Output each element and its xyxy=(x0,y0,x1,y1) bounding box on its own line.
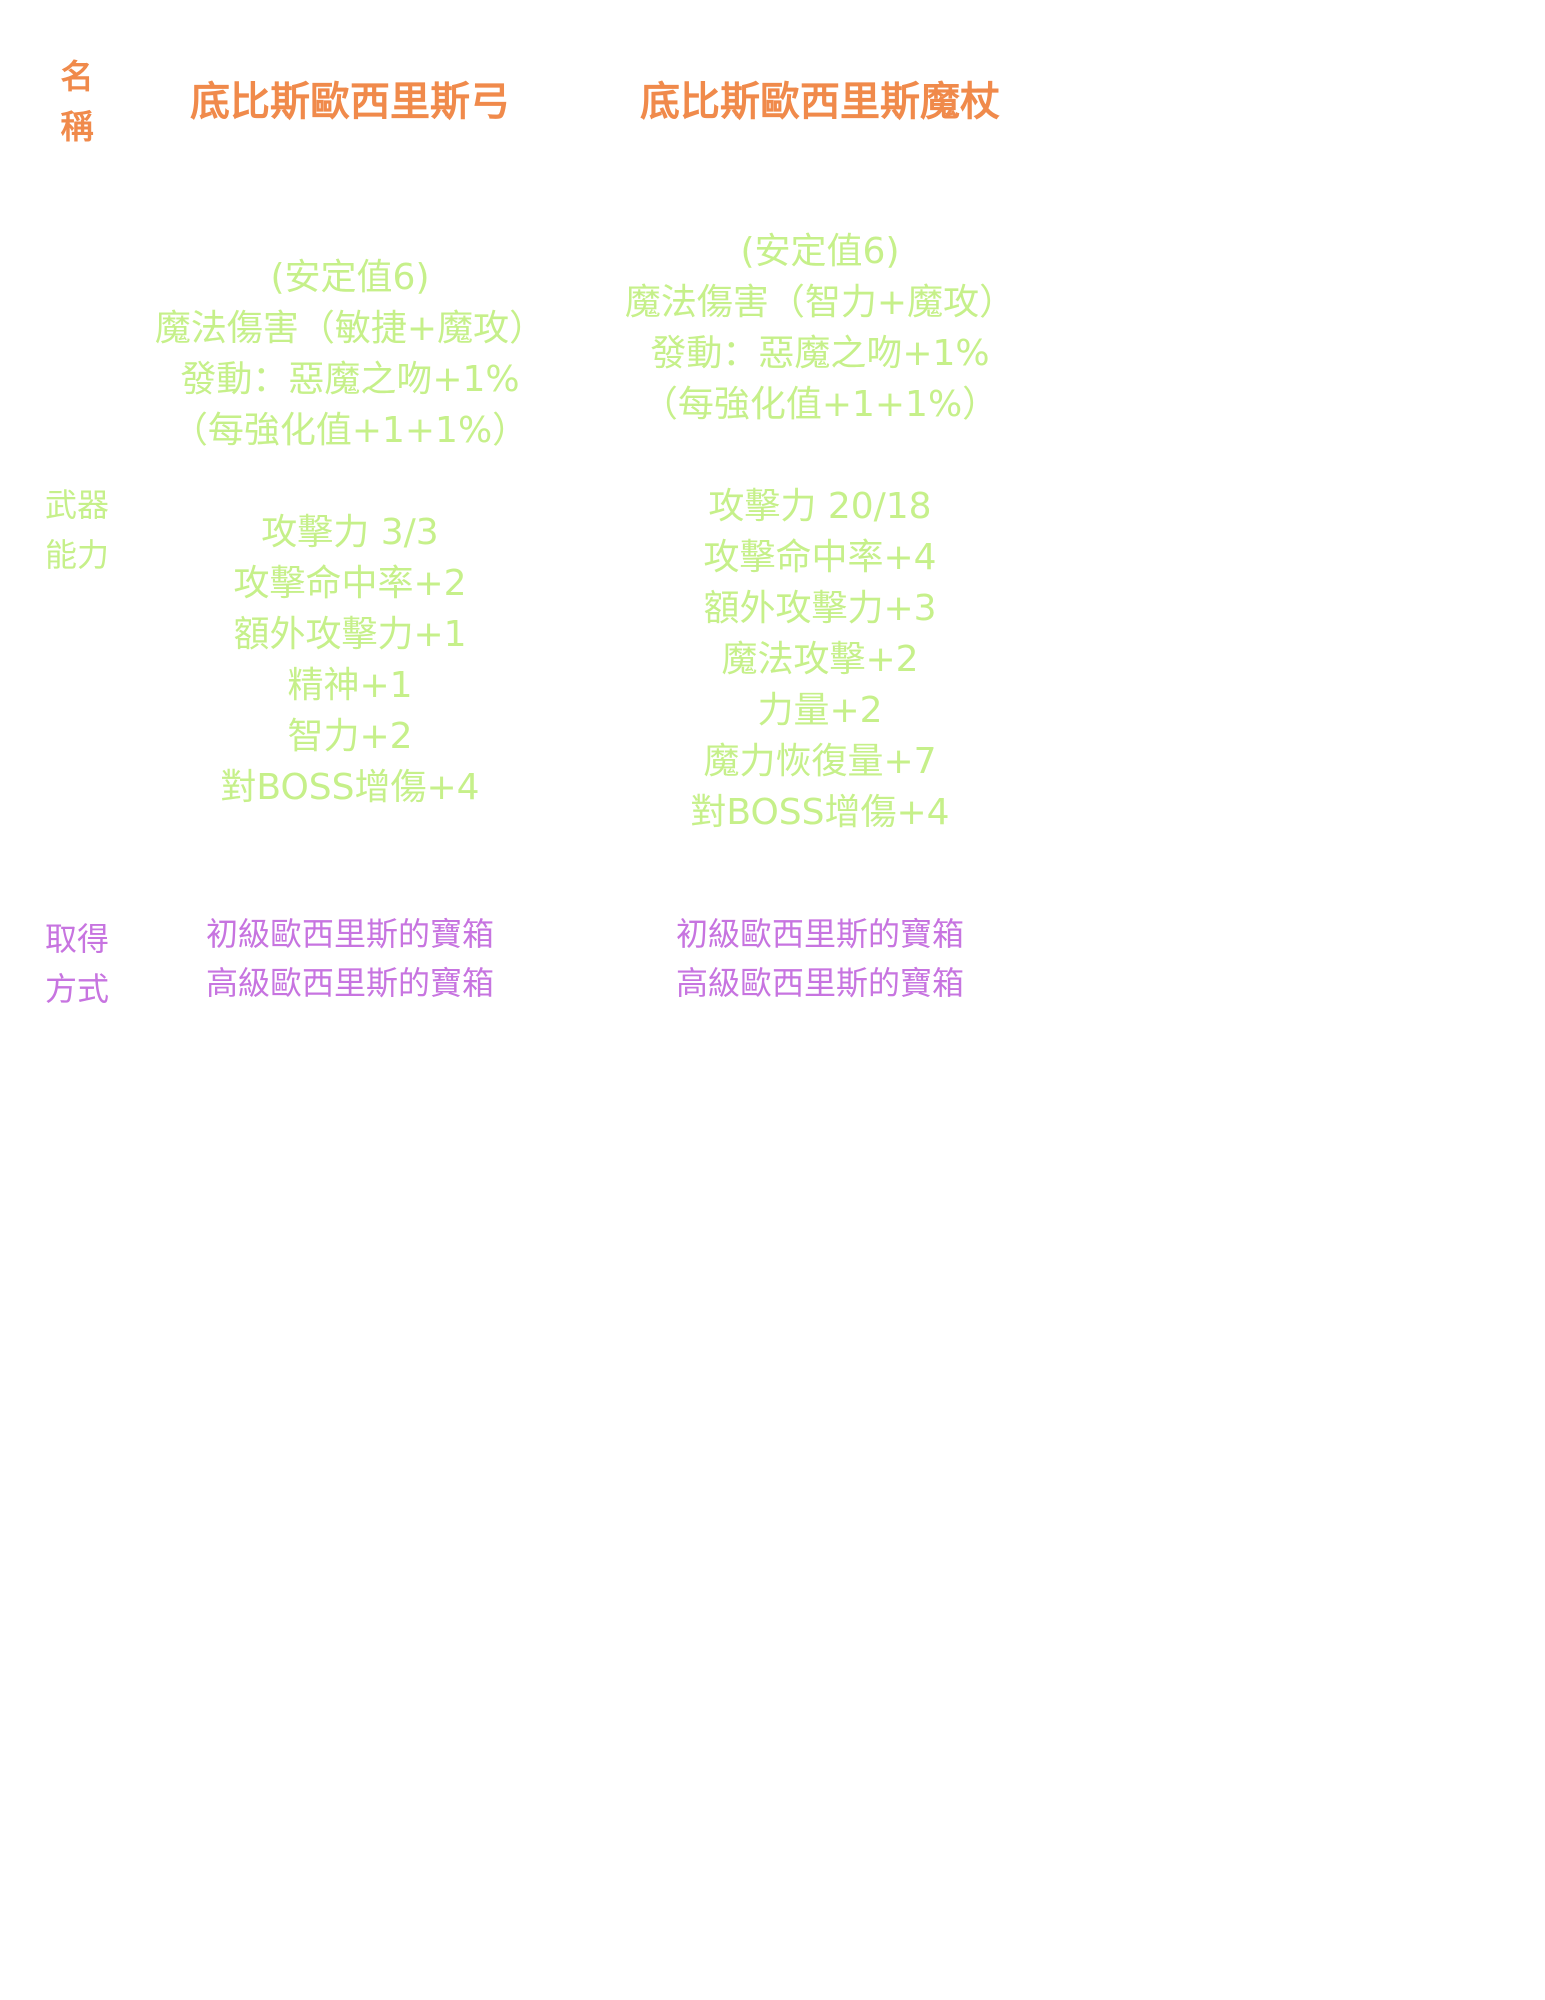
stat-line: 智力+2 xyxy=(287,716,413,757)
obtain-line: 高級歐西里斯的寶箱 xyxy=(675,964,964,1002)
attribute-line: 發動：惡魔之吻+1% xyxy=(180,359,520,400)
item-name-bow: 底比斯歐西里斯弓 xyxy=(140,72,560,132)
item-name-text: 底比斯歐西里斯弓 xyxy=(190,79,510,125)
attribute-line: （每強化值+1+1%） xyxy=(641,384,999,425)
stat-line: 攻擊命中率+2 xyxy=(233,563,467,604)
stat-line: 攻擊力 3/3 xyxy=(261,512,439,553)
row-label-obtain: 取得 方式 xyxy=(39,914,115,1014)
obtain-line: 初級歐西里斯的寶箱 xyxy=(205,915,494,953)
item-obtain-bow: 初級歐西里斯的寶箱 高級歐西里斯的寶箱 xyxy=(140,910,560,1008)
stat-line: 對BOSS增傷+4 xyxy=(690,792,950,833)
stat-line: 攻擊力 20/18 xyxy=(708,486,932,527)
stat-line: 額外攻擊力+1 xyxy=(233,614,467,655)
item-stats-wand: 攻擊力 20/18 攻擊命中率+4 額外攻擊力+3 魔法攻擊+2 力量+2 魔力… xyxy=(610,481,1030,838)
row-label-name-line-2: 稱 xyxy=(60,107,94,146)
stat-line: 額外攻擊力+3 xyxy=(703,588,937,629)
stat-line: 力量+2 xyxy=(757,690,883,731)
item-attributes-bow: (安定值6) 魔法傷害（敏捷+魔攻） 發動：惡魔之吻+1% （每強化值+1+1%… xyxy=(120,252,580,456)
stat-line: 對BOSS增傷+4 xyxy=(220,767,480,808)
stat-line: 攻擊命中率+4 xyxy=(703,537,937,578)
stat-line: 魔法攻擊+2 xyxy=(721,639,919,680)
item-attributes-wand: (安定值6) 魔法傷害（智力+魔攻） 發動：惡魔之吻+1% （每強化值+1+1%… xyxy=(590,226,1050,430)
obtain-line: 高級歐西里斯的寶箱 xyxy=(205,964,494,1002)
row-label-ability-line-2: 能力 xyxy=(44,536,109,574)
attribute-line: 發動：惡魔之吻+1% xyxy=(650,333,990,374)
item-obtain-wand: 初級歐西里斯的寶箱 高級歐西里斯的寶箱 xyxy=(610,910,1030,1008)
row-label-name: 名 稱 xyxy=(39,52,115,152)
stat-line: 精神+1 xyxy=(287,665,413,706)
item-name-text: 底比斯歐西里斯魔杖 xyxy=(640,79,1000,125)
stat-line: 魔力恢復量+7 xyxy=(703,741,937,782)
row-label-ability-line-1: 武器 xyxy=(44,486,109,524)
row-label-name-line-1: 名 xyxy=(60,57,94,96)
row-label-obtain-line-2: 方式 xyxy=(44,970,109,1008)
attribute-line: （每強化值+1+1%） xyxy=(171,410,529,451)
attribute-line: 魔法傷害（智力+魔攻） xyxy=(624,282,1016,323)
attribute-line: 魔法傷害（敏捷+魔攻） xyxy=(154,308,546,349)
row-label-obtain-line-1: 取得 xyxy=(44,920,109,958)
item-stats-bow: 攻擊力 3/3 攻擊命中率+2 額外攻擊力+1 精神+1 智力+2 對BOSS增… xyxy=(140,507,560,813)
attribute-line: (安定值6) xyxy=(740,231,900,272)
item-name-wand: 底比斯歐西里斯魔杖 xyxy=(600,72,1040,132)
obtain-line: 初級歐西里斯的寶箱 xyxy=(675,915,964,953)
attribute-line: (安定值6) xyxy=(270,257,430,298)
row-label-ability: 武器 能力 xyxy=(39,480,115,580)
